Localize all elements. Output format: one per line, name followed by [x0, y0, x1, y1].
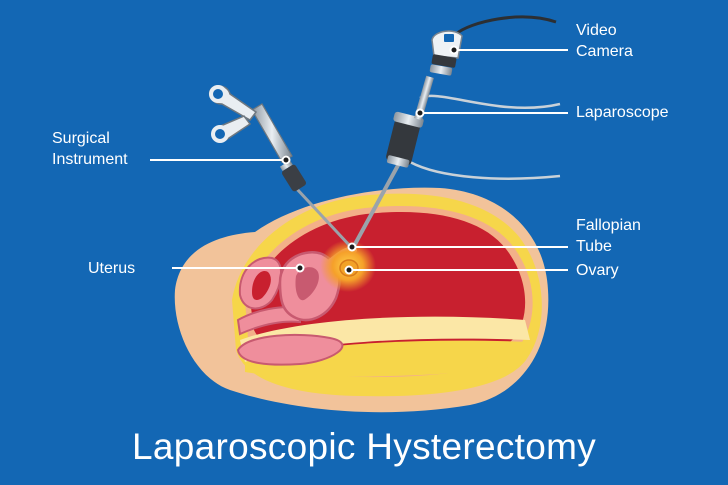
- leader-fallopian-tube-dot: [347, 242, 357, 252]
- bladder-inner: [252, 270, 271, 300]
- instrument-body: [251, 103, 293, 163]
- label-fallopian-tube: Fallopian Tube: [576, 215, 641, 257]
- label-laparoscope-text: Laparoscope: [576, 104, 669, 121]
- abdomen-cross-section: [174, 187, 549, 413]
- trocar-port: [386, 118, 420, 166]
- camera-coupler: [431, 54, 457, 68]
- instrument-port: [281, 164, 307, 192]
- laparoscope-shaft: [352, 157, 404, 247]
- label-surgical-instrument-line1: Surgical: [52, 130, 110, 147]
- label-surgical-instrument-line2: Instrument: [52, 151, 128, 168]
- cable-lower: [409, 160, 561, 180]
- label-surgical-instrument: Surgical Instrument: [52, 128, 128, 170]
- label-video-camera-line2: Camera: [576, 43, 633, 60]
- label-video-camera: Video Camera: [576, 20, 633, 62]
- label-uterus-text: Uterus: [88, 260, 136, 277]
- camera-cable: [455, 15, 557, 36]
- leader-laparoscope-dot: [415, 108, 425, 118]
- rectum: [236, 333, 344, 366]
- leader-video-camera-dot: [449, 45, 459, 55]
- lower-tissue-band: [240, 316, 530, 362]
- label-fallopian-tube-line2: Tube: [576, 238, 612, 255]
- video-camera: [429, 15, 557, 76]
- uterine-cavity: [295, 267, 319, 301]
- instrument-ring-bottom: [211, 125, 229, 143]
- label-video-camera-line1: Video: [576, 22, 617, 39]
- trocar-cap: [393, 111, 424, 128]
- diagram-title: Laparoscopic Hysterectomy: [131, 426, 597, 467]
- leader-surgical-instrument-dot: [281, 155, 291, 165]
- surgical-instrument: [208, 85, 352, 248]
- leader-ovary-dot: [344, 265, 354, 275]
- leader-lines: [150, 45, 568, 275]
- light-cable: [419, 94, 561, 109]
- label-ovary: Ovary: [576, 260, 619, 281]
- camera-badge: [444, 34, 454, 42]
- leader-uterus-dot: [295, 263, 305, 273]
- trocar-base: [386, 155, 410, 168]
- instrument-ring-top: [209, 85, 227, 103]
- instrument-shaft: [294, 186, 352, 248]
- label-uterus: Uterus: [88, 258, 135, 279]
- label-laparoscope: Laparoscope: [576, 102, 669, 123]
- instrument-port-ring: [279, 160, 293, 172]
- camera-collar: [429, 64, 453, 76]
- label-ovary-text: Ovary: [576, 262, 619, 279]
- label-fallopian-tube-line1: Fallopian: [576, 217, 641, 234]
